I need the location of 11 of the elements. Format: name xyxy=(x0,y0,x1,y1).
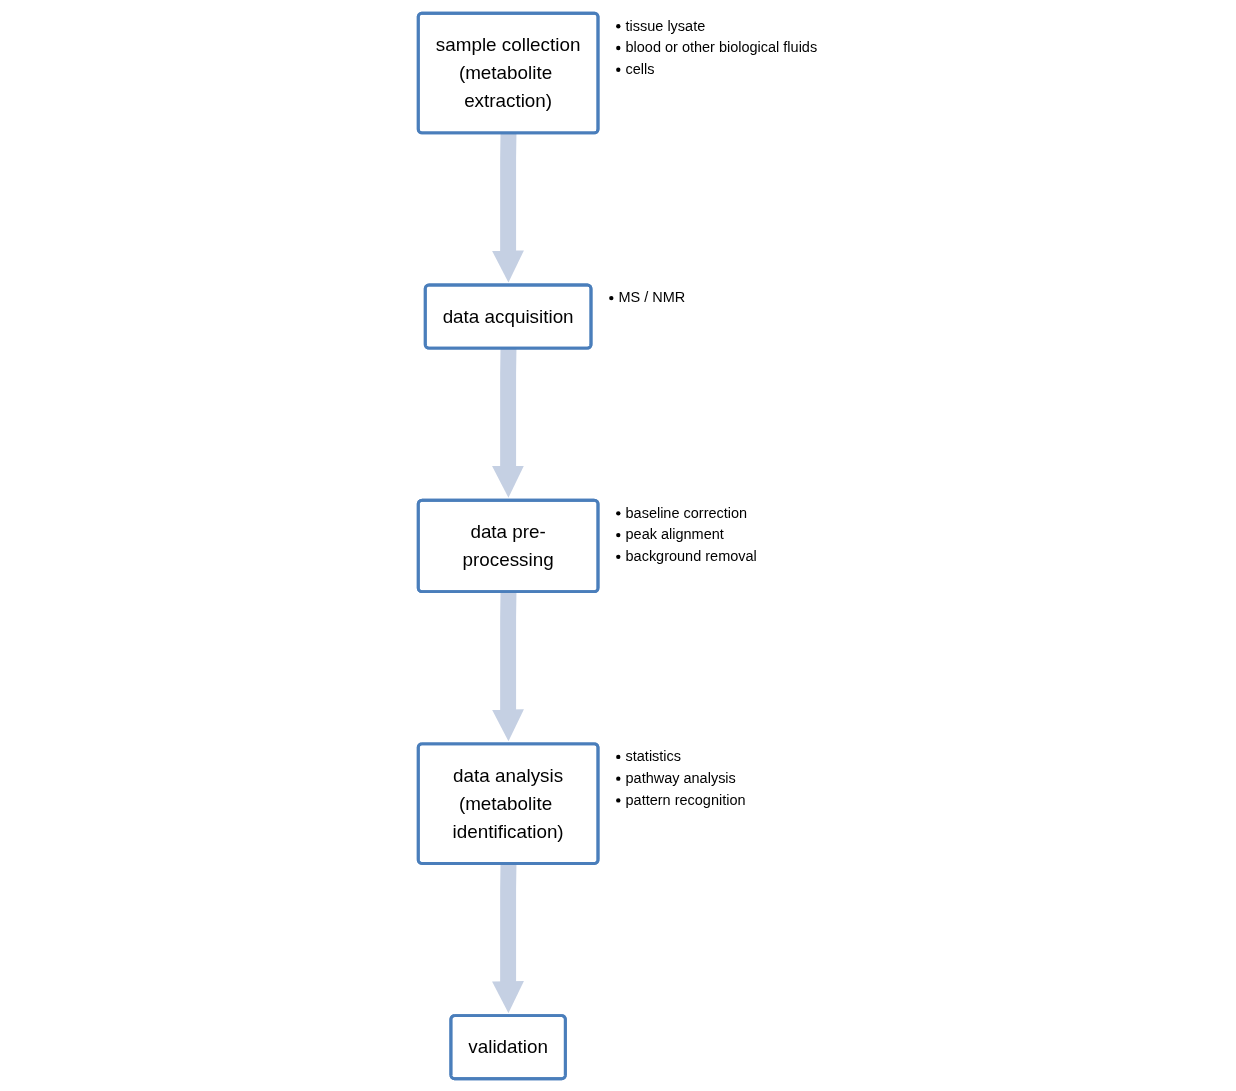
bullet-item: baseline correction xyxy=(625,504,748,521)
bullet-item: pathway analysis xyxy=(625,769,737,786)
bullet-item: tissue lysate xyxy=(625,17,706,34)
bullet-item: background removal xyxy=(625,547,758,564)
bullet-item: statistics xyxy=(625,747,682,764)
flowchart-diagram: sample collection (metabolite extraction) data acquisition data pre-processing data analysis (metabolite identification) validation tissue lysate blood or other biological fluids cells MS / NMR baseline correction peak alignment background removal statistics pathway analysis pattern recognition xyxy=(411,5,825,1086)
bullet-item: MS / NMR xyxy=(618,288,686,305)
bullet-item: cells xyxy=(625,60,655,77)
bullet-item: peak alignment xyxy=(625,525,725,542)
bullet-item: blood or other biological fluids xyxy=(625,38,818,55)
bullet-item: pattern recognition xyxy=(625,791,746,808)
